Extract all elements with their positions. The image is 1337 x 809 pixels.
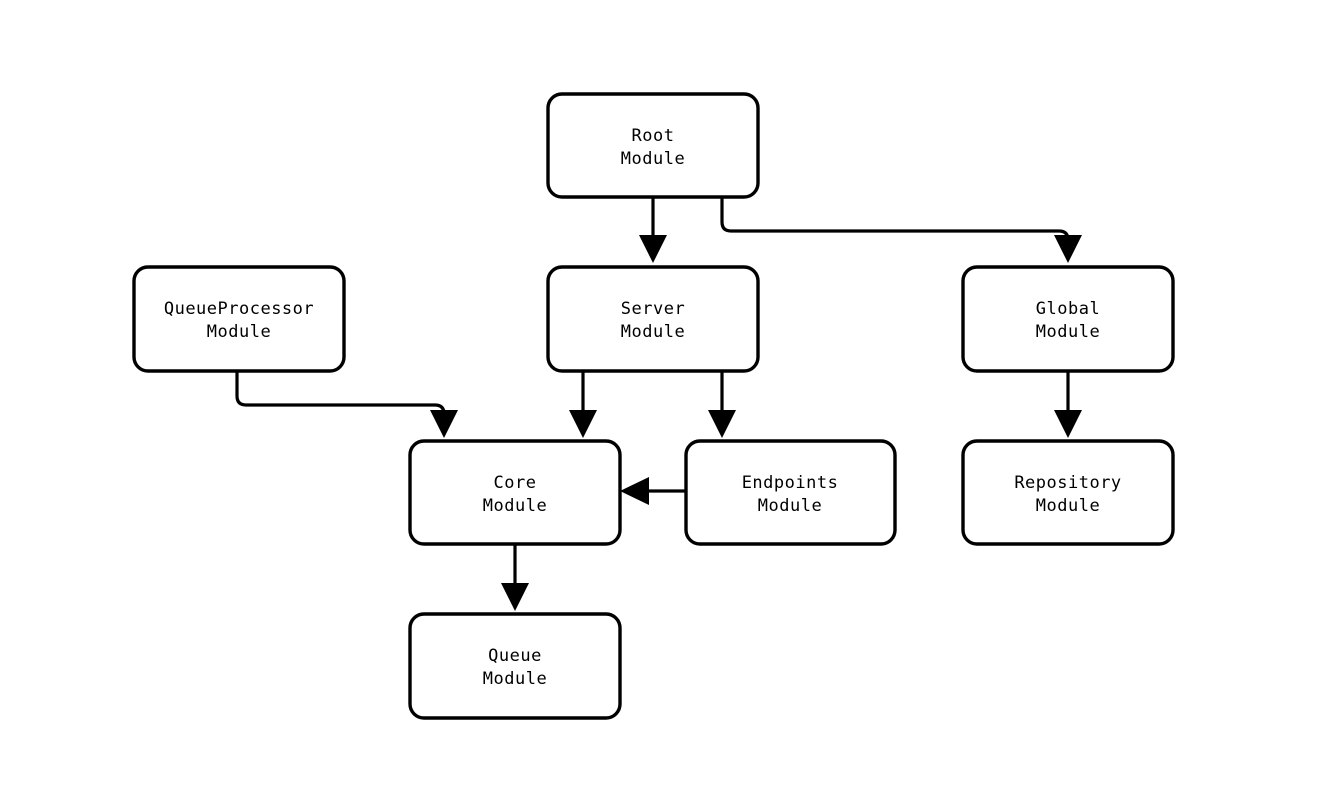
edge-root-to-server-arrowhead <box>639 235 667 263</box>
node-server-module-label-line1: Server <box>621 299 685 319</box>
edge-core-to-queue-arrowhead <box>501 583 529 611</box>
node-layer: Root Module QueueProcessor Module Server… <box>132 92 1175 720</box>
node-repository-module-label-line2: Module <box>1036 496 1100 516</box>
node-core-module[interactable]: Core Module <box>408 439 622 546</box>
edge-core-to-queue <box>501 544 529 611</box>
node-root-module-label-line1: Root <box>632 126 675 146</box>
node-queue-module-box[interactable] <box>408 612 622 720</box>
node-repository-module[interactable]: Repository Module <box>961 439 1175 546</box>
node-queue-module-label-line2: Module <box>483 669 547 689</box>
node-root-module[interactable]: Root Module <box>546 92 760 199</box>
edge-endpoints-to-core <box>620 477 686 505</box>
node-queue-module[interactable]: Queue Module <box>408 612 622 720</box>
node-global-module-box[interactable] <box>961 265 1175 373</box>
edge-queueprocessor-to-core <box>235 371 458 438</box>
edge-server-to-core-arrowhead <box>569 410 597 438</box>
node-core-module-box[interactable] <box>408 439 622 546</box>
node-endpoints-module-label-line2: Module <box>758 496 822 516</box>
node-queueprocessor-module-label-line1: QueueProcessor <box>164 299 314 319</box>
edge-queueprocessor-to-core-arrowhead <box>430 410 458 438</box>
edge-queueprocessor-to-core-line <box>235 371 446 416</box>
node-queueprocessor-module-label-line2: Module <box>207 322 271 342</box>
node-core-module-label-line2: Module <box>483 496 547 516</box>
node-root-module-box[interactable] <box>546 92 760 199</box>
edge-root-to-global-line <box>720 197 1070 242</box>
node-global-module[interactable]: Global Module <box>961 265 1175 373</box>
node-global-module-label-line2: Module <box>1036 322 1100 342</box>
node-server-module-label-line2: Module <box>621 322 685 342</box>
node-global-module-label-line1: Global <box>1036 299 1100 319</box>
edge-global-to-repository <box>1054 371 1082 438</box>
edge-endpoints-to-core-arrowhead <box>620 477 649 505</box>
node-queue-module-label-line1: Queue <box>488 646 542 666</box>
node-root-module-label-line2: Module <box>621 149 685 169</box>
node-server-module-box[interactable] <box>546 265 760 373</box>
edge-root-to-global <box>720 197 1082 263</box>
node-endpoints-module-label-line1: Endpoints <box>742 473 839 493</box>
node-repository-module-box[interactable] <box>961 439 1175 546</box>
edge-server-to-core <box>569 371 597 438</box>
edge-global-to-repository-arrowhead <box>1054 410 1082 438</box>
edge-server-to-endpoints-arrowhead <box>708 410 736 438</box>
edge-server-to-endpoints <box>708 371 736 438</box>
node-core-module-label-line1: Core <box>494 473 537 493</box>
node-queueprocessor-module[interactable]: QueueProcessor Module <box>132 265 346 373</box>
edge-layer <box>235 197 1082 611</box>
edge-root-to-server <box>639 197 667 263</box>
node-endpoints-module[interactable]: Endpoints Module <box>684 439 897 546</box>
node-endpoints-module-box[interactable] <box>684 439 897 546</box>
node-repository-module-label-line1: Repository <box>1014 473 1121 493</box>
node-queueprocessor-module-box[interactable] <box>132 265 346 373</box>
node-server-module[interactable]: Server Module <box>546 265 760 373</box>
edge-root-to-global-arrowhead <box>1054 235 1082 263</box>
